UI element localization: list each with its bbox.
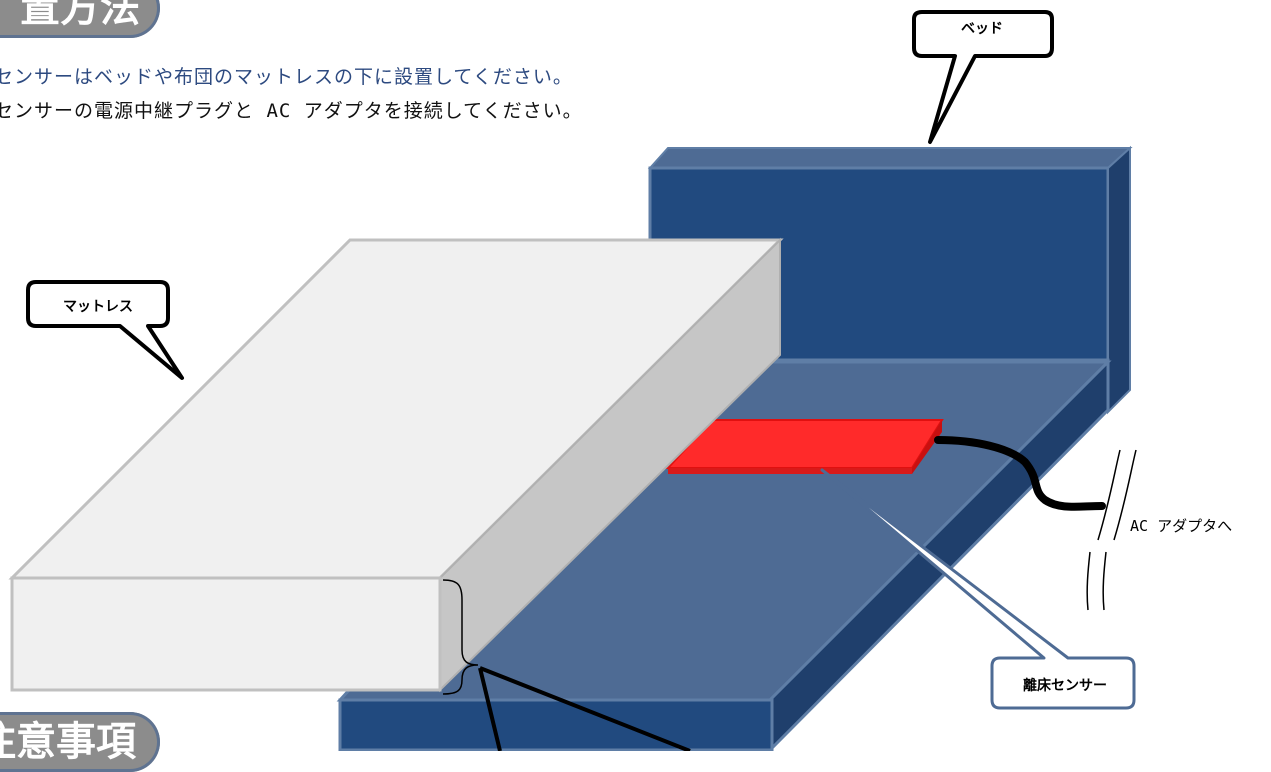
sensor-cable [934,436,1106,511]
callout-mattress-thickness-tail [478,666,691,751]
callout-sensor [820,468,1136,710]
bed-headboard-side [1107,145,1131,415]
bed-label: ベッド [961,21,1003,37]
callout-bed [912,10,1054,144]
bed-base-front [338,698,774,751]
sensor-pad-front [668,468,912,474]
callout-mattress [26,280,184,380]
section-tab-installation: 置方法 [0,0,160,38]
sensor-pad-top [665,419,944,469]
mattress-label: マットレス [63,299,133,315]
ac-adapter-label: AC アダプタへ [1130,517,1233,535]
cable-break-mark-2 [1102,449,1137,611]
mattress-front [10,576,442,692]
sensor-label: 離床センサー [1023,678,1107,694]
mattress-thickness-brace [442,579,479,695]
installation-diagram [8,10,1137,751]
bed-headboard-top [647,147,1133,169]
instruction-line-2: センサーの電源中継プラグと AC アダプタを接続してください。 [0,100,583,122]
cable-break-mark [1086,449,1121,611]
sensor-pad-edge [912,420,942,474]
section-tab-notes: 注意事項 [0,712,160,772]
instruction-line-1: センサーはベッドや布団のマットレスの下に設置してください。 [0,66,573,88]
